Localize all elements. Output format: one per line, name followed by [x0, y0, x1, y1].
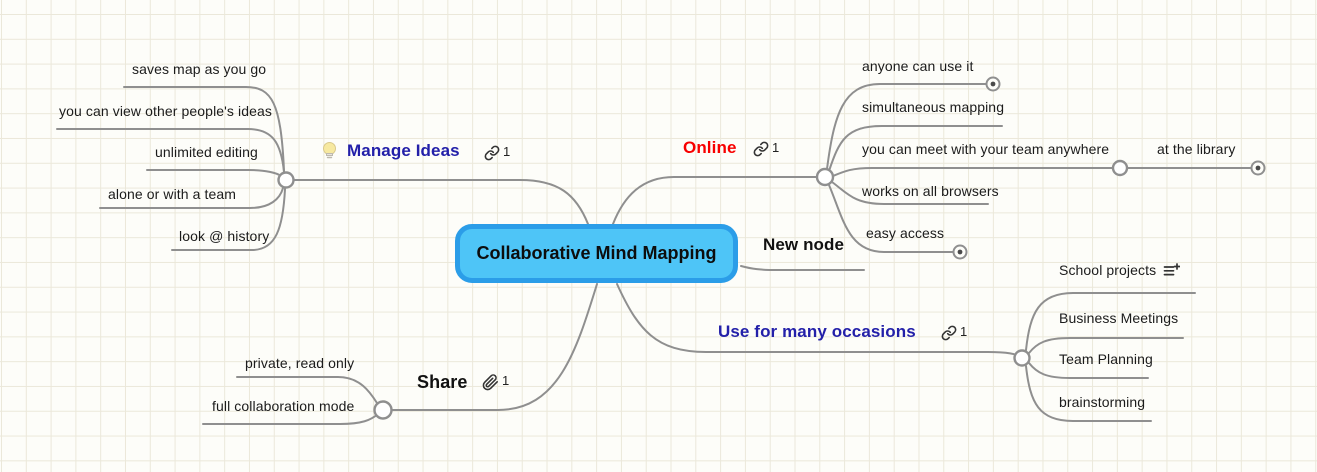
node-brainstorming[interactable]: brainstorming: [1059, 394, 1146, 410]
node-look-history[interactable]: look @ history: [179, 228, 270, 244]
edge-simultaneous: [828, 125, 1003, 172]
topic-online[interactable]: Online: [683, 138, 737, 157]
junction-manage-ideas[interactable]: [277, 171, 295, 189]
node-private-readonly[interactable]: private, read only: [245, 355, 355, 371]
node-alone-team[interactable]: alone or with a team: [108, 186, 237, 202]
edge-occasions: [616, 283, 1022, 358]
edge-look-history: [171, 188, 286, 251]
edge-easy-access: [828, 184, 954, 253]
edge-business-meetings: [1028, 337, 1184, 354]
root-topic[interactable]: Collaborative Mind Mapping: [455, 224, 738, 283]
notes-add-icon[interactable]: [1163, 263, 1181, 278]
node-simultaneous[interactable]: simultaneous mapping: [862, 99, 1005, 115]
link-icon[interactable]: [941, 325, 957, 341]
node-school-projects[interactable]: School projects: [1059, 262, 1157, 278]
node-easy-access[interactable]: easy access: [866, 225, 945, 241]
lightbulb-icon: [320, 141, 339, 161]
edge-brainstorming: [1025, 365, 1152, 422]
edge-new-node: [740, 265, 865, 271]
node-browsers[interactable]: works on all browsers: [862, 183, 999, 199]
node-anyone[interactable]: anyone can use it: [862, 58, 974, 74]
edge-school-projects: [1025, 292, 1196, 351]
edge-anyone: [826, 83, 987, 170]
link-count[interactable]: 1: [960, 324, 968, 339]
collapse-indicator-anyone[interactable]: [985, 76, 1001, 92]
topic-manage-ideas[interactable]: Manage Ideas: [347, 141, 460, 160]
paperclip-icon[interactable]: [482, 374, 499, 391]
topic-share[interactable]: Share: [417, 372, 468, 392]
junction-online[interactable]: [815, 167, 835, 187]
node-at-library[interactable]: at the library: [1157, 141, 1236, 157]
attachment-count[interactable]: 1: [502, 373, 510, 388]
edge-team-planning: [1028, 362, 1149, 379]
node-meet-anywhere[interactable]: you can meet with your team anywhere: [862, 141, 1110, 157]
junction-meet-anywhere[interactable]: [1111, 159, 1129, 177]
link-count[interactable]: 1: [772, 140, 780, 155]
topic-new-node[interactable]: New node: [763, 235, 845, 254]
edge-full-collab: [202, 413, 379, 425]
node-full-collab[interactable]: full collaboration mode: [212, 398, 355, 414]
edge-view-ideas: [56, 128, 285, 173]
link-icon[interactable]: [484, 145, 500, 161]
junction-occasions[interactable]: [1013, 349, 1031, 367]
collapse-indicator-at-library[interactable]: [1250, 160, 1266, 176]
collapse-indicator-easy-access[interactable]: [952, 244, 968, 260]
node-business-meetings[interactable]: Business Meetings: [1059, 310, 1179, 326]
root-topic-label: Collaborative Mind Mapping: [476, 243, 717, 263]
junction-share[interactable]: [373, 400, 393, 420]
link-count[interactable]: 1: [503, 144, 511, 159]
edge-saves-map: [123, 86, 285, 172]
node-team-planning[interactable]: Team Planning: [1059, 351, 1153, 367]
topic-occasions[interactable]: Use for many occasions: [718, 322, 916, 341]
edge-meet-anywhere: [832, 167, 1114, 177]
edge-alone-team: [99, 187, 284, 209]
node-view-ideas[interactable]: you can view other people's ideas: [59, 103, 272, 119]
node-unlimited-editing[interactable]: unlimited editing: [155, 144, 258, 160]
edge-manage-ideas: [293, 179, 589, 225]
edge-browsers: [831, 181, 989, 205]
node-saves-map[interactable]: saves map as you go: [132, 61, 267, 77]
edge-private-readonly: [236, 376, 378, 404]
edge-share: [391, 283, 598, 411]
edge-unlimited-editing: [146, 169, 282, 177]
edge-online: [612, 176, 818, 225]
link-icon[interactable]: [753, 141, 769, 157]
